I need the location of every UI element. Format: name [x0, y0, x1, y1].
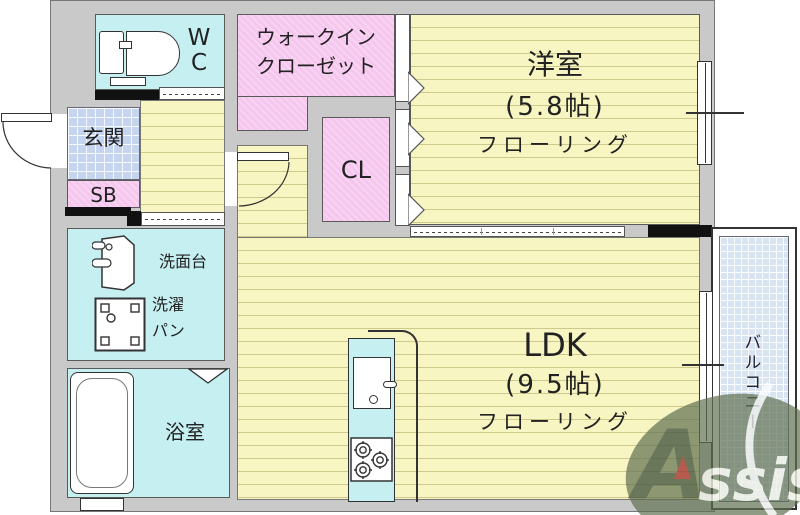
walkin-label-line1: ウォークイン — [256, 25, 376, 49]
entrance-door-leaf — [1, 113, 52, 122]
ldk-flooring: フローリング — [477, 409, 633, 434]
wall-segment — [65, 207, 131, 216]
genkan-label: 玄関 — [82, 126, 125, 150]
corridor-door-leaf — [237, 152, 289, 161]
ldk-name: LDK — [523, 326, 587, 364]
wall-segment — [648, 225, 712, 237]
cl-label: CL — [340, 156, 372, 184]
room-western — [410, 14, 700, 225]
washroom-sliding-door — [141, 212, 225, 226]
stove-icon — [350, 437, 393, 482]
bath-label: 浴室 — [165, 420, 205, 444]
vanity-icon — [92, 235, 135, 291]
room-walkin-closet — [237, 14, 395, 97]
room-walkin-closet-ext — [237, 97, 308, 131]
sb-label: SB — [90, 183, 117, 207]
wall-segment — [95, 90, 159, 100]
ldk-label: LDK (9.5帖) フローリング — [410, 326, 700, 435]
assist-logo-red-triangle — [674, 456, 691, 479]
sink-drain — [369, 395, 378, 404]
wc-label: WC — [187, 25, 211, 77]
closet-door-triangles-icon — [408, 71, 425, 226]
toilet-tank-icon — [99, 31, 124, 74]
laundry-label-line2: パン — [152, 321, 185, 341]
assist-logo-letter-a: A — [627, 411, 708, 515]
assist-logo-rest: ssist — [698, 446, 800, 514]
window-tick — [686, 112, 744, 114]
laundry-pan-icon — [94, 297, 146, 352]
room-washroom — [67, 228, 225, 361]
corridor-door-opening — [225, 152, 237, 206]
toilet-flush-knob — [119, 41, 132, 49]
kitchen-faucet — [383, 381, 397, 388]
walkin-label-line2: クローゼット — [256, 54, 376, 78]
western-name: 洋室 — [526, 48, 583, 81]
bathtub-icon — [70, 372, 134, 494]
kitchen-counter — [368, 330, 418, 502]
closet-door-divider — [395, 166, 410, 175]
western-ldk-sliding-door — [410, 226, 625, 237]
vanity-label: 洗面台 — [158, 252, 207, 271]
window-tick — [682, 364, 724, 366]
wc-sliding-door — [159, 87, 225, 100]
ldk-size: (9.5帖) — [505, 370, 605, 401]
room-genkan — [67, 107, 140, 180]
room-ldk — [237, 237, 700, 500]
western-size: (5.8帖) — [505, 91, 605, 122]
western-room-label: 洋室 (5.8帖) フローリング — [410, 48, 700, 158]
toilet-base — [110, 77, 146, 86]
entrance-door-arc — [2, 121, 52, 169]
corridor-door-arc — [238, 161, 290, 207]
hallway — [140, 100, 225, 213]
bath-folding-door-icon — [188, 368, 228, 384]
room-cl — [322, 117, 390, 222]
bath-step — [80, 498, 124, 511]
western-flooring: フローリング — [477, 132, 633, 157]
toilet-bowl-icon — [126, 31, 180, 76]
assist-logo-watermark: A ssist — [625, 381, 800, 515]
laundry-label: 洗濯 パン — [148, 292, 216, 345]
walkin-label: ウォークイン クローゼット — [237, 23, 395, 81]
closet-door-divider — [395, 101, 410, 110]
laundry-label-line1: 洗濯 — [152, 295, 185, 314]
entrance-opening — [50, 114, 67, 168]
wall-segment — [127, 211, 141, 226]
